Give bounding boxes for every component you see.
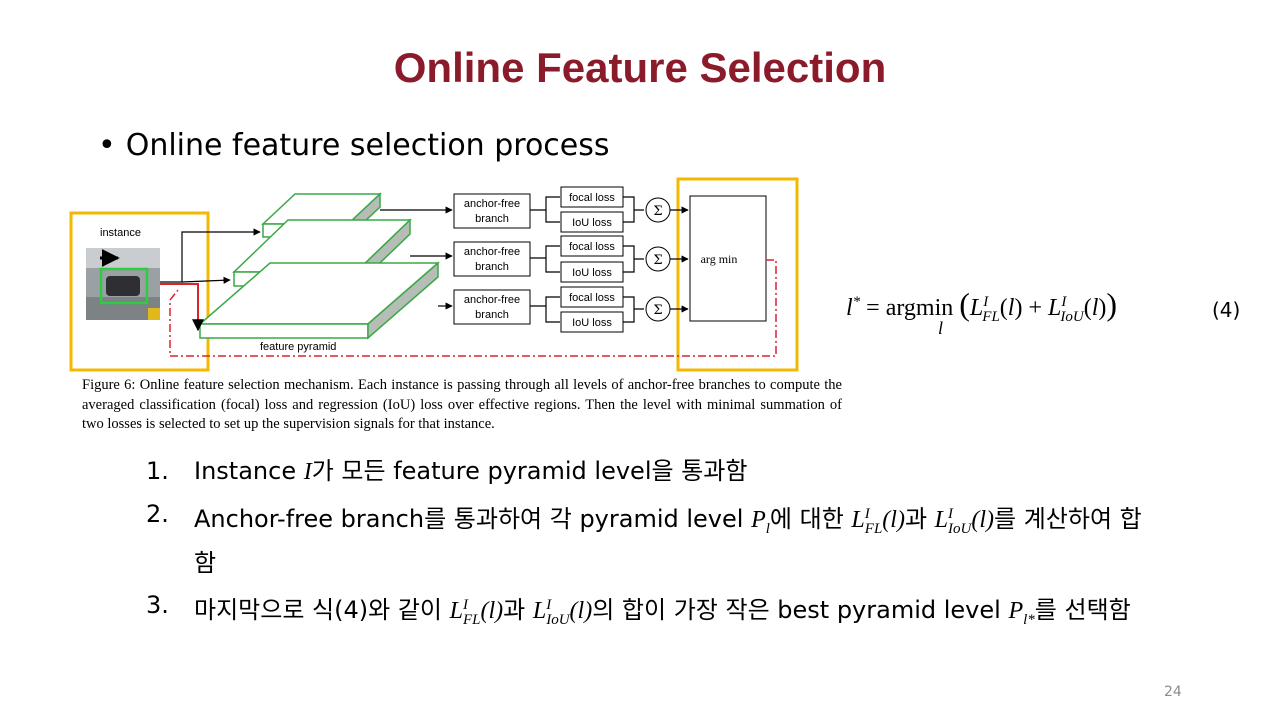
- argmin-subscript: l: [938, 318, 944, 338]
- svg-text:Σ: Σ: [653, 253, 662, 268]
- svg-text:focal loss: focal loss: [569, 292, 615, 304]
- feedback-loop: [169, 259, 777, 357]
- math-L-IoU: LIIoU(l): [934, 506, 995, 537]
- argmin-highlight-box: [676, 177, 799, 372]
- loss-group-3: focal loss IoU loss: [560, 286, 624, 333]
- loss-group-2: focal loss IoU loss: [560, 235, 624, 283]
- svg-text:IoU loss: IoU loss: [572, 267, 612, 279]
- equation-number: (4): [1212, 298, 1241, 322]
- figure-caption: Figure 6: Online feature selection mecha…: [82, 377, 842, 432]
- math-P-l: Pl: [751, 507, 770, 537]
- anchor-free-branch-2: anchor-free branch: [453, 241, 531, 277]
- loss-group-1: focal loss IoU loss: [560, 186, 624, 233]
- math-L-FL: LIFL(l): [851, 506, 905, 537]
- sum-node-3: Σ: [645, 296, 671, 322]
- slide-title: Online Feature Selection: [393, 44, 887, 91]
- svg-text:anchor-free: anchor-free: [464, 294, 520, 306]
- svg-text:focal loss: focal loss: [569, 241, 615, 253]
- svg-text:arg min: arg min: [701, 252, 738, 266]
- steps-list: 1. Instance I가 모든 feature pyramid level을…: [146, 454, 1146, 645]
- svg-text:IoU loss: IoU loss: [572, 217, 612, 229]
- math-I: I: [303, 459, 312, 485]
- argmin-box: arg min: [689, 195, 767, 322]
- svg-text:branch: branch: [475, 309, 509, 321]
- svg-text:Σ: Σ: [653, 204, 662, 219]
- svg-text:anchor-free: anchor-free: [464, 246, 520, 258]
- instance-label: instance: [100, 227, 141, 239]
- sum-node-2: Σ: [645, 246, 671, 272]
- feature-selection-diagram: instance feature pyramid anchor-free br: [69, 177, 799, 372]
- svg-text:branch: branch: [475, 261, 509, 273]
- math-L-IoU: LIIoU(l): [532, 596, 593, 628]
- bullet-dot: •: [98, 128, 116, 163]
- bullet-point: • Online feature selection process: [98, 128, 610, 163]
- step-1: 1. Instance I가 모든 feature pyramid level을…: [146, 457, 748, 485]
- math-L-FL: LIFL(l): [449, 596, 504, 628]
- math-P-lstar: Pl*: [1008, 597, 1035, 628]
- anchor-free-branch-1: anchor-free branch: [453, 193, 531, 229]
- svg-text:IoU loss: IoU loss: [572, 317, 612, 329]
- pyramid-label: feature pyramid: [260, 341, 336, 353]
- anchor-free-branch-3: anchor-free branch: [453, 289, 531, 325]
- sum-node-1: Σ: [645, 197, 671, 223]
- equation: l* = argmin (LIFL(l) + LIIoU(l)) l: [846, 286, 1118, 338]
- step-3: 3. 마지막으로 식(4)와 같이 LIFL(l)과 LIIoU(l)의 합이 …: [146, 590, 1131, 628]
- step-2: 2. Anchor-free branch를 통과하여 각 pyramid le…: [146, 500, 1142, 577]
- bullet-text: Online feature selection process: [125, 128, 610, 163]
- svg-text:focal loss: focal loss: [569, 192, 615, 204]
- page-number: 24: [1164, 684, 1182, 700]
- instance-highlight-box: [69, 211, 210, 372]
- instance-image: [86, 248, 160, 320]
- svg-text:branch: branch: [475, 213, 509, 225]
- pyramid-level-bottom: [197, 261, 441, 340]
- svg-text:Σ: Σ: [653, 303, 662, 318]
- svg-text:anchor-free: anchor-free: [464, 198, 520, 210]
